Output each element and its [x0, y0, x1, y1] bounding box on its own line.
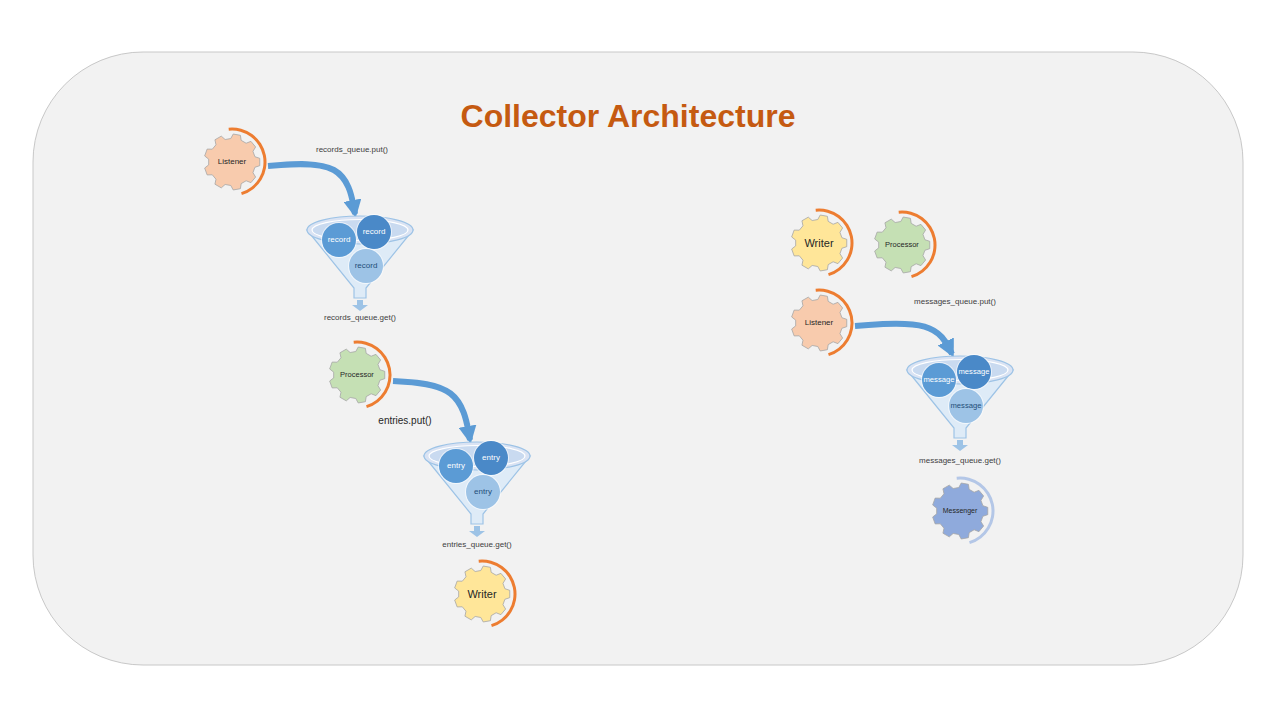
panel — [33, 52, 1243, 665]
gear-worker: Messenger — [924, 475, 996, 547]
queue-funnel: entry entry entry — [422, 440, 532, 526]
down-arrow — [952, 440, 968, 451]
gear-worker: Writer — [783, 207, 855, 279]
item-label: message — [924, 376, 955, 384]
gear-body — [792, 215, 847, 271]
queue-item: entry — [474, 441, 508, 475]
item-label: entry — [447, 462, 465, 471]
worker-label: Processor — [885, 241, 919, 249]
item-label: entry — [474, 488, 492, 497]
item-label: message — [951, 402, 982, 410]
worker-label: Messenger — [943, 507, 978, 515]
worker-label: Writer — [467, 588, 496, 600]
call-label: records_queue.get() — [322, 313, 398, 322]
item-label: record — [355, 262, 378, 271]
worker-label: Listener — [805, 319, 833, 328]
queue-item: entry — [439, 449, 473, 483]
gear-body — [330, 347, 385, 403]
gear-body — [205, 134, 260, 190]
gear-worker: Listener — [196, 126, 268, 198]
call-label: messages_queue.put() — [912, 297, 998, 306]
queue-item: message — [922, 363, 956, 397]
queue-item: message — [949, 389, 983, 423]
item-label: message — [959, 368, 990, 376]
queue-item: entry — [466, 475, 500, 509]
gear-worker: Writer — [446, 558, 518, 630]
item-label: record — [363, 228, 386, 237]
queue-funnel: record record record — [305, 214, 415, 300]
call-label: entries_queue.get() — [440, 540, 513, 549]
call-label: entries.put() — [376, 415, 433, 427]
call-label: records_queue.put() — [314, 145, 390, 154]
gear-body — [933, 483, 988, 539]
queue-item: record — [357, 215, 391, 249]
queue-funnel: message message message — [905, 354, 1015, 440]
call-label: messages_queue.get() — [917, 456, 1003, 465]
gear-body — [455, 566, 510, 622]
gear-worker: Listener — [783, 287, 855, 359]
gear-worker: Processor — [321, 339, 393, 411]
gear-worker: Processor — [866, 209, 938, 281]
flow-arrow — [855, 324, 952, 354]
item-label: record — [328, 236, 351, 245]
down-arrow — [469, 526, 485, 537]
worker-label: Processor — [340, 371, 374, 379]
flow-arrow — [393, 381, 470, 440]
worker-label: Listener — [218, 158, 246, 167]
gear-body — [875, 217, 930, 273]
item-label: entry — [482, 454, 500, 463]
queue-item: record — [349, 249, 383, 283]
down-arrow — [352, 300, 368, 311]
gear-body — [792, 295, 847, 351]
queue-item: record — [322, 223, 356, 257]
diagram-title: Collector Architecture — [461, 99, 796, 134]
flow-arrow — [268, 164, 355, 214]
worker-label: Writer — [804, 237, 833, 249]
queue-item: message — [957, 355, 991, 389]
